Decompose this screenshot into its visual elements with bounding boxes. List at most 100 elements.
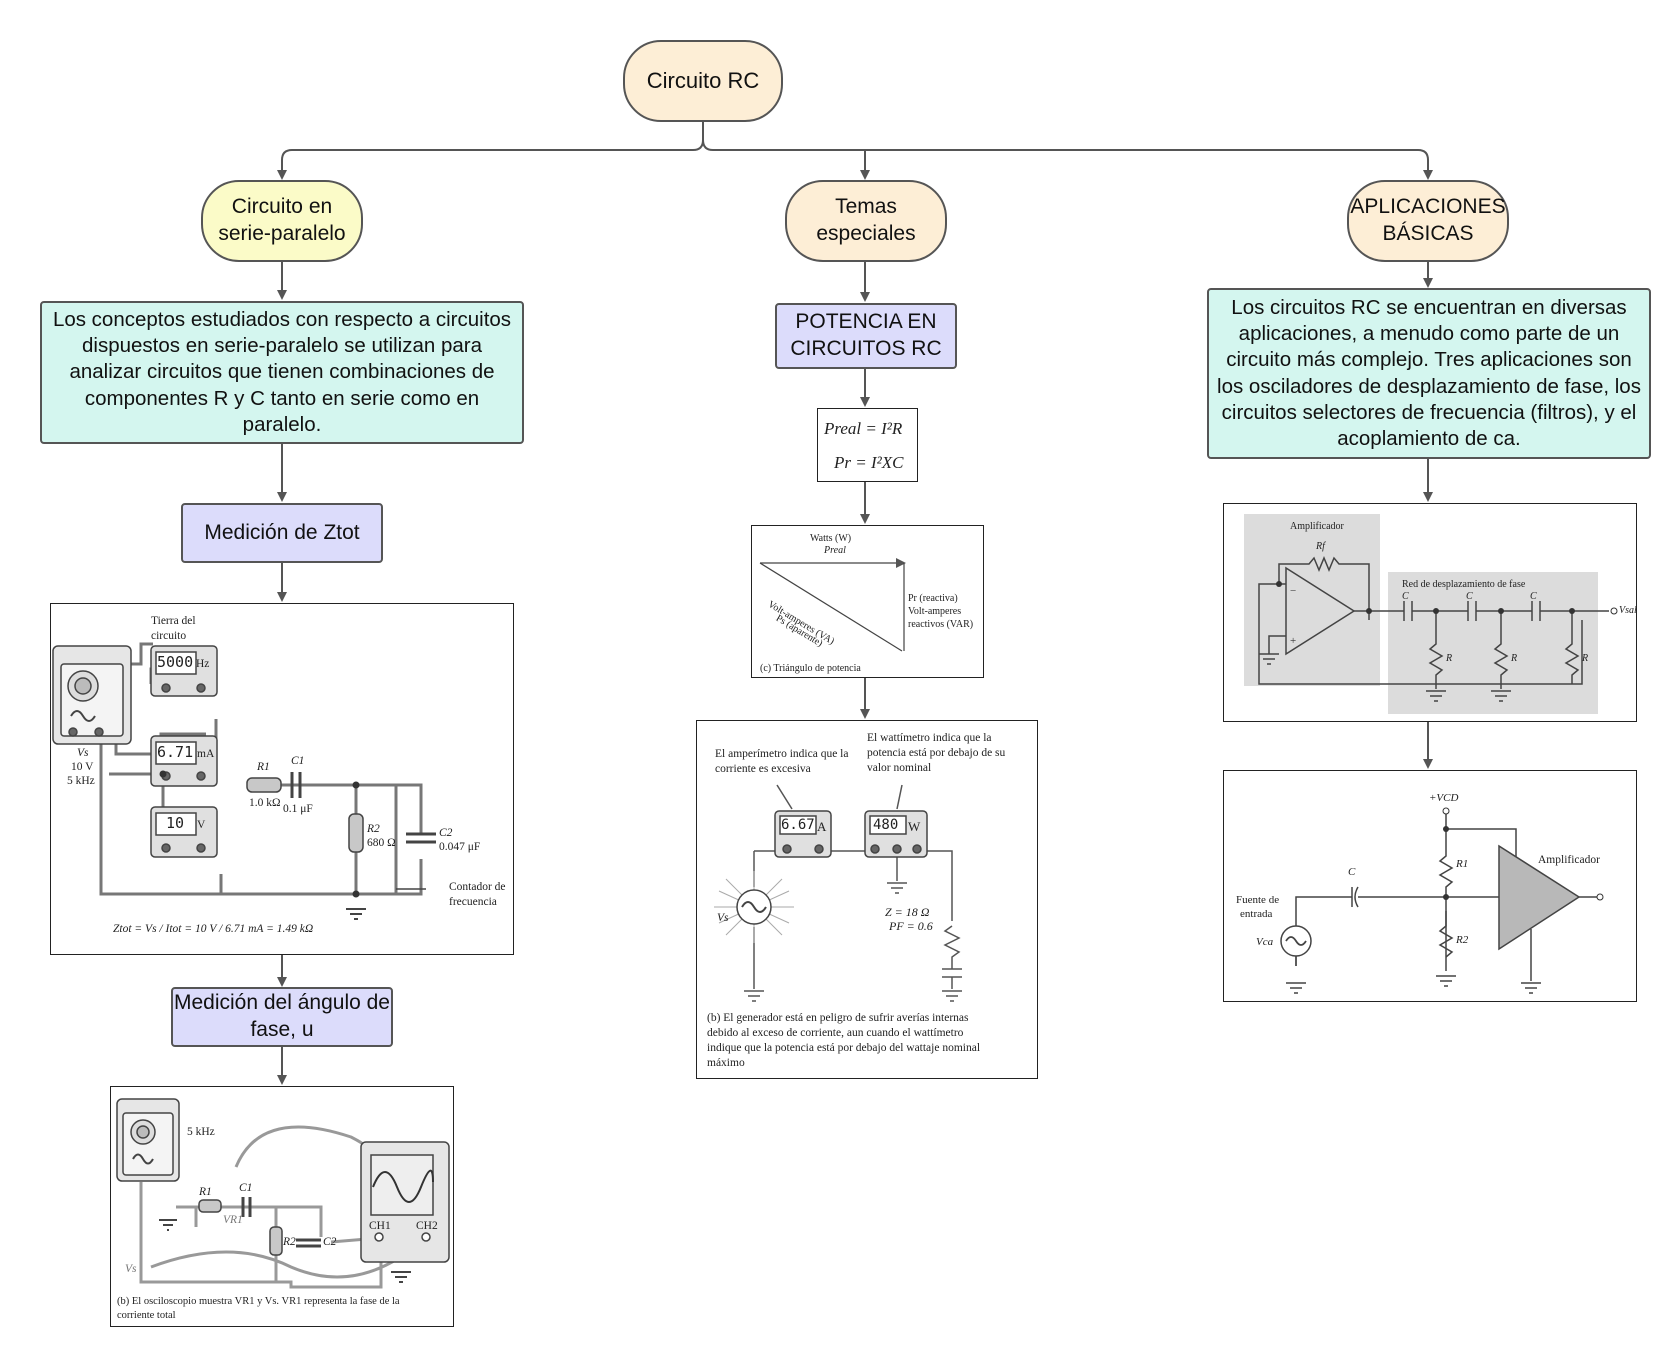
watt-note: El wattímetro indica que la potencia est… [867,732,1006,774]
branch-title-line1: Circuito en [231,195,333,219]
svg-text:+: + [1290,635,1296,647]
coupling-source-line1: Fuente de [1236,894,1280,906]
potencia-node: POTENCIA EN CIRCUITOS RC [775,303,957,369]
coupling-c: C [1348,866,1356,878]
amp-unit: A [817,819,827,834]
osc-r3: R [1582,653,1589,664]
counter-label: Contador de frecuencia [449,881,506,908]
coupling-vca: Vca [1256,936,1274,948]
wattmeter-figure: El amperímetro indica que la corriente e… [696,720,1038,1079]
coupling-vcd: +VCD [1429,792,1459,804]
freq-display: 5000 [157,653,194,671]
description-text: Los conceptos estudiados con respecto a … [52,307,512,436]
freq-unit: Hz [196,658,210,670]
phase-c2: C2 [323,1236,337,1248]
osc-network-label: Red de desplazamiento de fase [1402,579,1526,590]
voltage-display: 10 [166,814,185,832]
amp-note: El amperímetro indica que la corriente e… [715,748,849,775]
medicion-angulo-node: Medición del ángulo de fase, u [171,987,393,1047]
source-voltage: 10 V [71,761,94,773]
current-unit: mA [197,748,215,760]
r1-value: 1.0 kΩ [249,797,281,809]
r1-label: R1 [257,761,270,773]
svg-text:−: − [1290,585,1296,597]
triangle-voltamp: Volt-amperes [908,606,962,617]
c2-label: C2 [439,827,453,839]
coupling-amp-label: Amplificador [1538,854,1600,866]
osc-c2: C [1466,591,1473,602]
power-factor: PF = 0.6 [889,919,933,933]
triangle-pr: Pr (reactiva) [908,593,958,604]
triangle-watts: Watts (W) [810,533,852,544]
source-frequency: 5 kHz [67,775,95,787]
phase-ch2: CH2 [416,1220,438,1232]
step-label: Medición de Ztot [204,520,360,544]
wattmeter-circuit-drawing [714,784,962,1002]
osc-c1: C [1402,591,1409,602]
phase-measurement-figure: 5 kHz R1 C1 VR1 R2 C2 Vs CH1 CH2 (b) El … [110,1086,454,1327]
r2-label: R2 [367,823,380,835]
power-triangle-drawing [759,558,906,652]
potencia-line2: CIRCUITOS RC [790,337,942,360]
generator-vs: Vs [717,912,729,924]
branch-title-line2: BÁSICAS [1382,222,1474,245]
aplicaciones-description: Los circuitos RC se encuentran en divers… [1207,288,1651,459]
formula-preal: Preal = I²R [824,419,903,438]
coupling-drawing [1280,807,1604,994]
ztot-measurement-figure: Tierra del circuito 5000 Hz 6.71 mA 10 V… [50,603,514,955]
voltage-unit: V [197,819,206,831]
coupling-r2: R2 [1456,934,1469,946]
branch-title-line2: especiales [816,222,916,245]
ztot-circuit-drawing [52,642,436,920]
coupling-r1: R1 [1456,858,1469,870]
osc-rf: Rf [1316,541,1325,552]
root-node: Circuito RC [623,40,783,122]
phase-vs: Vs [125,1263,137,1275]
watt-display: 480 [873,817,899,833]
root-title: Circuito RC [646,67,760,93]
phase-c1: C1 [239,1182,253,1194]
triangle-preal: Preal [824,545,846,556]
osc-r2: R [1511,653,1518,664]
branch-title-line2: serie-paralelo [218,222,346,245]
ac-coupling-figure: +VCD C R1 R2 Amplificador Fuente de entr… [1223,770,1637,1002]
phase-shift-oscillator-figure: − + Amplificador Rf Red de desplazamient… [1223,503,1637,722]
current-display: 6.71 [157,743,194,761]
ground-label: Tierra del circuito [151,615,196,642]
c2-value: 0.047 μF [439,841,481,853]
phase-caption: (b) El osciloscopio muestra VR1 y Vs. VR… [117,1296,400,1321]
phase-circuit-drawing [116,1098,450,1289]
step-label: Medición del ángulo de fase, u [174,991,390,1041]
branch-title-line1: APLICACIONES [1350,195,1506,219]
phase-freq: 5 kHz [187,1126,215,1138]
osc-r1: R [1446,653,1453,664]
phase-vr1: VR1 [223,1214,243,1226]
formula-pr: Pr = I²XC [834,453,904,472]
branch-serie-paralelo: Circuito en serie-paralelo [201,180,363,262]
branch-aplicaciones-basicas: APLICACIONES BÁSICAS [1347,180,1509,262]
c1-value: 0.1 μF [283,803,313,815]
impedance-z: Z = 18 Ω [885,905,930,919]
medicion-ztot-node: Medición de Ztot [181,503,383,563]
coupling-source-line2: entrada [1240,908,1273,920]
potencia-line1: POTENCIA EN [795,310,937,334]
oscillator-drawing: − + [1244,514,1618,714]
phase-ch1: CH1 [369,1220,391,1232]
amp-display: 6.67 [781,817,815,833]
phase-r1: R1 [199,1186,212,1198]
wattmeter-caption: (b) El generador está en peligro de sufr… [707,1012,981,1069]
power-formulas-figure: Preal = I²R Pr = I²XC [817,408,918,482]
power-triangle-figure: Watts (W) Preal Ps (aparente) Volt-amper… [751,525,984,678]
osc-vsal: Vsal [1619,605,1637,616]
watt-unit: W [908,819,921,834]
description-text: Los circuitos RC se encuentran en divers… [1217,295,1641,450]
branch-temas-especiales: Temas especiales [785,180,947,262]
c1-label: C1 [291,755,305,767]
osc-c3: C [1530,591,1537,602]
ztot-formula: Ztot = Vs / Itot = 10 V / 6.71 mA = 1.49… [113,923,314,935]
r2-value: 680 Ω [367,837,396,849]
branch-title-line1: Temas [835,195,897,219]
source-vs: Vs [77,747,89,759]
triangle-caption: (c) Triángulo de potencia [760,663,861,674]
